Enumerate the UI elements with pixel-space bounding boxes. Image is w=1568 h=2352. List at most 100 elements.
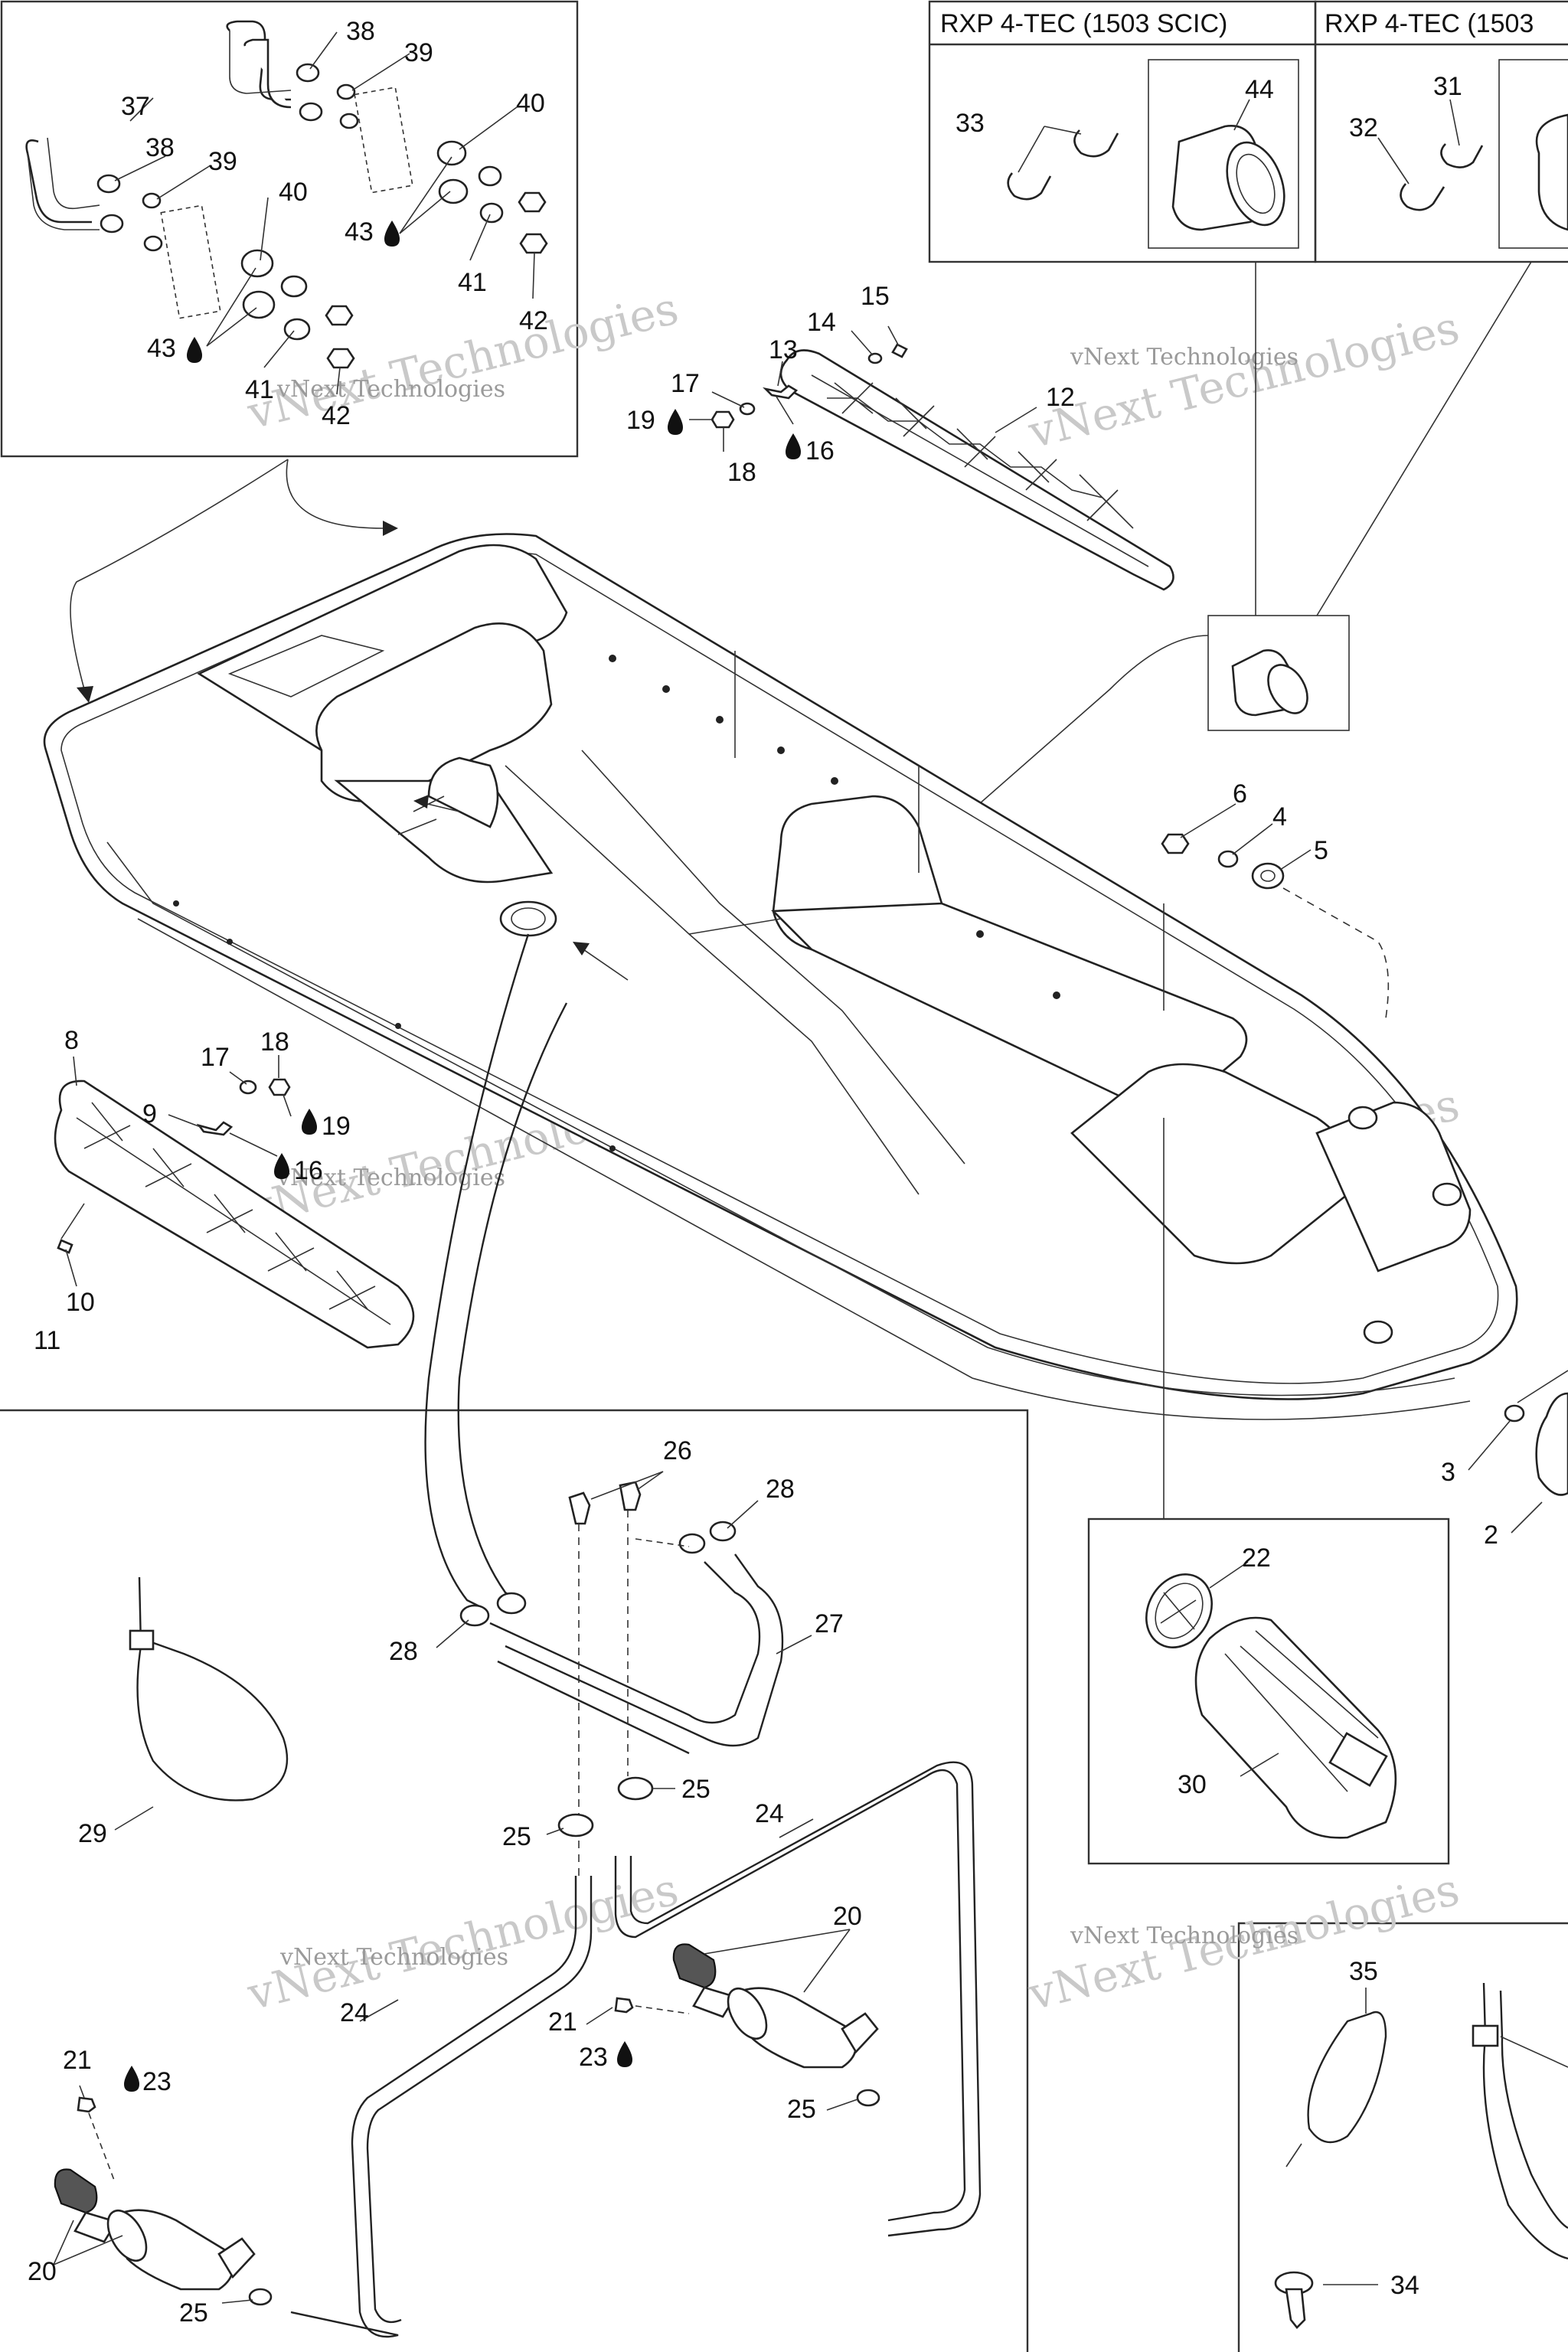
- watermark-5b: vNext Technologies: [279, 1944, 508, 1971]
- callout-25d: 25: [179, 2298, 208, 2328]
- leader-44: [1233, 99, 1250, 131]
- callouts-12: 15 14 13 17 19 18 16 12: [626, 282, 1075, 487]
- callout-12: 12: [1046, 383, 1075, 412]
- callout-6: 6: [1233, 779, 1247, 808]
- leader-32: [1377, 137, 1410, 185]
- clamp-33: [1007, 129, 1119, 201]
- leaders-12: [689, 325, 1037, 452]
- fasteners-8: [57, 1078, 291, 1254]
- drop-icon-19a: [668, 409, 683, 435]
- leader-lines-handles: [114, 31, 535, 395]
- callout-44: 44: [1245, 75, 1274, 104]
- footrest-12: [779, 349, 1174, 591]
- arrow-handle-to-hull-2: [70, 459, 289, 690]
- callout-38a: 38: [346, 17, 375, 46]
- callout-28b: 28: [389, 1637, 418, 1666]
- panel-ties: [1237, 1922, 1568, 2352]
- callout-30: 30: [1178, 1770, 1207, 1799]
- clamps-28: [436, 1500, 759, 1648]
- callout-11: 11: [34, 1326, 60, 1355]
- callout-21a: 21: [548, 2007, 577, 2037]
- fasteners-12: [710, 343, 908, 429]
- callout-37: 37: [121, 92, 150, 121]
- callout-18a: 18: [727, 458, 756, 487]
- scic-panel-header: RXP 4-TEC (1503 SCIC): [940, 9, 1227, 38]
- panel-inlet: [1087, 1517, 1450, 1865]
- watermark-1b: vNext Technologies: [276, 376, 505, 403]
- cap-22: [1145, 1573, 1214, 1648]
- arrowhead-1: [383, 521, 398, 536]
- callout-29: 29: [78, 1819, 107, 1848]
- washers-upper: [296, 63, 548, 254]
- callout-43a: 43: [345, 217, 374, 247]
- leader-22: [1209, 1561, 1249, 1589]
- hose-27: [489, 1553, 812, 1755]
- callout-33: 33: [956, 109, 985, 138]
- callout-19b: 19: [322, 1112, 351, 1141]
- backing-plate-lower: [160, 204, 221, 319]
- callout-8: 8: [64, 1026, 79, 1055]
- callout-17b: 17: [201, 1043, 230, 1072]
- arrowhead-2: [77, 686, 93, 703]
- callout-17a: 17: [671, 369, 700, 398]
- watermark-6b: vNext Technologies: [1070, 1922, 1298, 1949]
- leader-33a: [1018, 126, 1045, 173]
- callouts-drain: 26 28 27 28 25 25 24 29 20 21 23 24 25 2…: [28, 1436, 862, 2328]
- watermark-2: vNext Technologies: [1023, 301, 1464, 459]
- arrowhead-hull-2: [413, 795, 429, 808]
- drop-icon-23b: [124, 2066, 139, 2092]
- cable-tie-29: [114, 1576, 289, 1831]
- callout-34: 34: [1390, 2271, 1419, 2300]
- drop-icon-43a: [384, 220, 400, 247]
- callout-4: 4: [1272, 802, 1287, 831]
- callout-39b: 39: [208, 147, 237, 176]
- panel-grab-handles: [0, 0, 579, 458]
- callout-5: 5: [1314, 836, 1328, 865]
- sleeve-44-right-box: [1498, 59, 1568, 249]
- callout-27: 27: [815, 1609, 844, 1638]
- drop-icon-19b: [302, 1109, 317, 1135]
- callout-18b: 18: [260, 1027, 289, 1057]
- clamp-31-32: [1400, 143, 1484, 211]
- callout-20a: 20: [833, 1902, 862, 1931]
- callout-26: 26: [663, 1436, 692, 1465]
- screw-21-left: [77, 2085, 116, 2183]
- callout-21b: 21: [63, 2046, 92, 2075]
- callout-2: 2: [1484, 1521, 1498, 1550]
- callout-43b: 43: [147, 334, 176, 363]
- panel-right-variant: [1314, 0, 1568, 263]
- callout-24a: 24: [755, 1799, 784, 1828]
- leader-33b: [1044, 126, 1082, 135]
- callout-10: 10: [66, 1288, 95, 1317]
- backing-plate-upper: [354, 87, 413, 194]
- clamps-25: [546, 1776, 675, 1838]
- callout-14: 14: [807, 308, 836, 337]
- screw-21-middle: [586, 1997, 690, 2025]
- sleeve-44: [1148, 59, 1299, 249]
- callout-20b: 20: [28, 2257, 57, 2286]
- hose-24-right: [614, 1761, 982, 2237]
- drop-icon-23a: [617, 2041, 632, 2067]
- callout-25b: 25: [502, 1822, 531, 1851]
- arrow-hull-1: [578, 946, 629, 981]
- callouts-8: 8 17 18 9 19 16 10 11: [34, 1026, 351, 1355]
- watermark-2b: vNext Technologies: [1070, 344, 1298, 371]
- fasteners-4-5-6: [1161, 803, 1390, 1019]
- drain-plug-20-left: [53, 2168, 273, 2306]
- drop-icon-16a: [786, 433, 801, 459]
- leader-30: [1240, 1753, 1279, 1777]
- arrowhead-hull-1: [573, 942, 590, 956]
- callout-42b: 42: [322, 401, 351, 430]
- arrow-handle-to-hull-1: [286, 459, 384, 529]
- callout-32: 32: [1349, 113, 1378, 142]
- screw-34: [1274, 2271, 1378, 2329]
- callout-41a: 41: [458, 268, 487, 297]
- watermark-5: vNext Technologies: [242, 1863, 683, 2020]
- footrest-8: [54, 1080, 415, 1349]
- fittings-26: [568, 1471, 664, 1525]
- sleeve-right: [1535, 113, 1568, 231]
- callout-40a: 40: [516, 89, 545, 118]
- hull-body: [43, 533, 1518, 1420]
- sleeve-inset: [1207, 615, 1350, 731]
